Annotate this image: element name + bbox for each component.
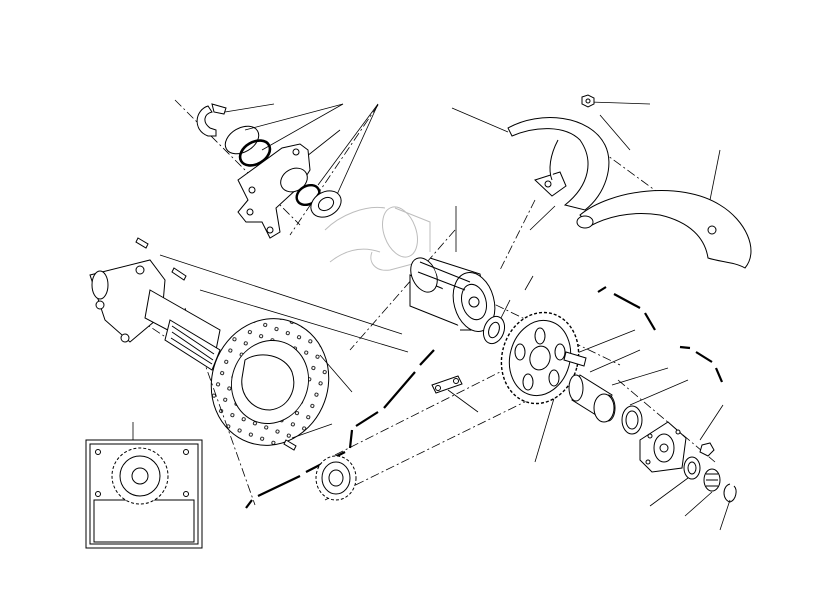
chain-link bbox=[431, 375, 463, 394]
disc-bolt bbox=[283, 439, 297, 451]
sprocket-flange bbox=[639, 421, 687, 473]
eccentric-hub bbox=[409, 257, 496, 332]
inset-sprocket-view bbox=[85, 439, 203, 549]
brake-disc bbox=[210, 318, 330, 446]
swingarm-ghost bbox=[324, 206, 431, 271]
shield-nut bbox=[581, 94, 595, 108]
front-sprocket bbox=[315, 455, 357, 501]
wheel-shaft bbox=[89, 259, 221, 371]
circlip bbox=[723, 483, 737, 503]
flange-washer bbox=[683, 456, 701, 480]
bleed-screw bbox=[171, 267, 187, 281]
caliper-bracket bbox=[237, 143, 311, 239]
o-ring-upper bbox=[224, 125, 272, 167]
cush-spacer bbox=[593, 393, 615, 423]
grease-nipple bbox=[135, 237, 149, 249]
cush-ring bbox=[621, 405, 643, 435]
retaining-clip bbox=[196, 103, 227, 137]
spacer-rings bbox=[280, 167, 342, 218]
leader-lines bbox=[132, 101, 731, 531]
rear-sprocket bbox=[500, 311, 580, 405]
cush-drive-stud bbox=[563, 351, 587, 367]
flange-nut bbox=[699, 442, 715, 457]
axle-nut bbox=[703, 468, 721, 492]
heat-shield bbox=[507, 117, 610, 211]
chain-guard bbox=[576, 190, 752, 269]
seal-ring bbox=[482, 315, 506, 345]
